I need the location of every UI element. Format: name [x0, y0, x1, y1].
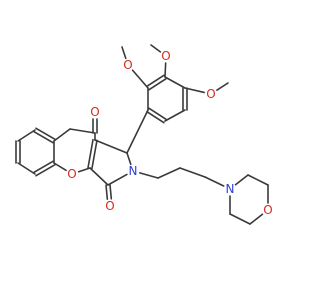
bond-m4-m5 [229, 213, 251, 225]
bond-nM-m1 [234, 174, 249, 186]
bond-oC-c3a [77, 167, 91, 173]
atom-label-n-lactam: N [129, 164, 138, 178]
atom-label-o-chromone: O [67, 167, 76, 181]
chemical-structure-diagram: O O O O O O N N O [15, 44, 273, 225]
bond-r3-oRt [184, 87, 205, 94]
bond-c3-oL-line1 [109, 184, 113, 200]
atom-label-o-morpholine: O [263, 203, 272, 217]
bond-r2-oTop [164, 62, 167, 78]
bonds [15, 44, 269, 225]
bond-c3a-c3 [89, 167, 109, 186]
bond-r6-c1 [126, 109, 149, 154]
bond-oTop-mTop [150, 44, 162, 53]
bond-r2-r3 [164, 76, 186, 89]
bond-r5-r6-line2 [148, 107, 167, 121]
bond-c9a-c3a-line2 [87, 138, 94, 169]
bond-c8a-c4a [53, 128, 71, 142]
bond-r5-r6-line1 [146, 110, 165, 124]
bond-ch3-nM [204, 176, 225, 187]
bond-b3-b4 [17, 162, 36, 175]
bond-c9-c8a [69, 128, 96, 134]
bond-ch1-ch2 [157, 167, 181, 179]
atom-label-o-lactam: O [105, 199, 114, 213]
bond-c3-oL-line2 [105, 184, 109, 201]
bond-ch2-ch3 [179, 167, 206, 178]
atom-label-o-meo-upper: O [123, 58, 132, 72]
bond-c9a-c3a-line1 [91, 139, 98, 170]
bond-n2-c1 [126, 152, 132, 166]
bond-r4-r5 [164, 109, 186, 122]
bond-b4-c5-line2 [35, 163, 56, 177]
bond-c4a-b1-line1 [33, 130, 54, 144]
bond-oRt-mRt [216, 82, 229, 91]
bond-n2-ch1 [138, 172, 159, 179]
atom-label-o-ketone: O [90, 105, 99, 119]
atom-label-o-meo-top: O [161, 49, 170, 63]
bond-b1-b2 [17, 129, 36, 142]
atom-label-o-meo-right: O [206, 87, 215, 101]
bond-oUp-mUp [121, 46, 127, 60]
bond-r1-oUp [131, 69, 149, 89]
bond-c4a-b1-line2 [35, 127, 56, 141]
bond-c5-oC [53, 162, 67, 172]
bond-m1-m2 [247, 174, 269, 186]
bond-r1-r2-line2 [148, 77, 167, 91]
bond-r1-r2-line1 [146, 74, 165, 88]
atom-label-n-morpholine: N [226, 182, 235, 196]
atom-labels: O O O O O O N N O [67, 49, 272, 217]
bond-oM-m4 [249, 213, 264, 225]
bond-b4-c5-line1 [33, 160, 54, 174]
bond-c3-n2 [107, 173, 128, 186]
bond-c1-c9a [94, 139, 128, 154]
